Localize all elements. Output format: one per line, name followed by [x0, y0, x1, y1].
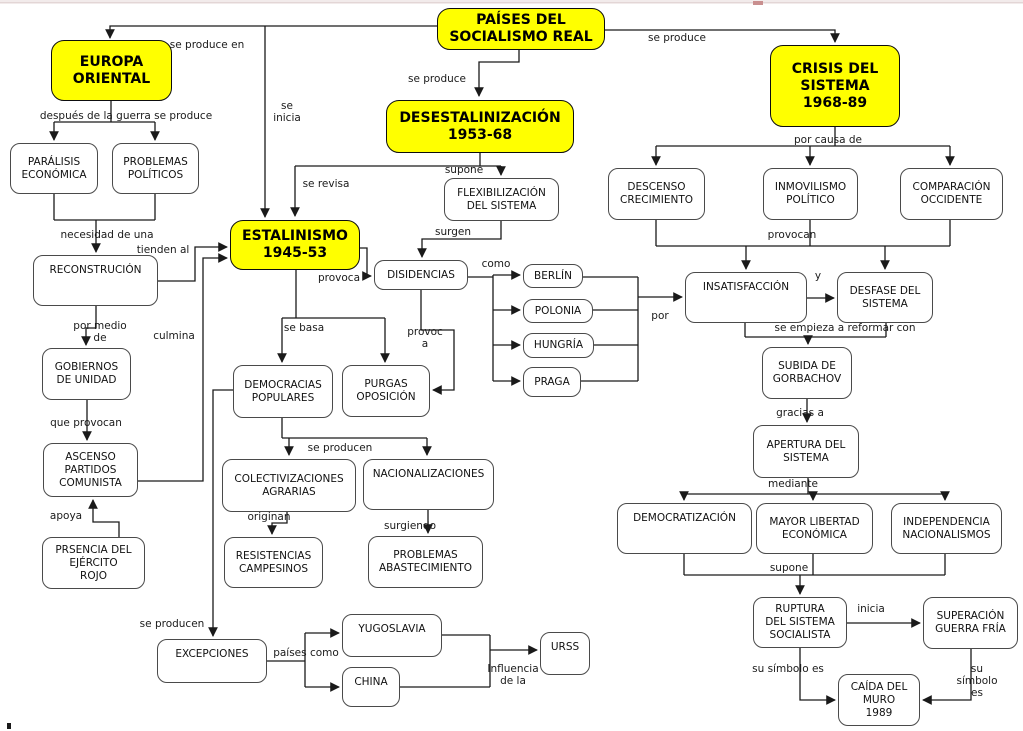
concept-paralisis-economica[interactable]: PARÁLISIS ECONÓMICA — [10, 143, 98, 194]
concept-excepciones[interactable]: EXCEPCIONES — [157, 639, 267, 683]
concept-mayor-libertad-economica[interactable]: MAYOR LIBERTAD ECONÓMICA — [756, 503, 873, 554]
concept-desestalinizacion[interactable]: DESESTALINIZACIÓN 1953-68 — [386, 100, 574, 153]
connectors — [49, 25, 972, 705]
concept-reconstrucion[interactable]: RECONSTRUCIÓN — [33, 255, 158, 306]
concept-china[interactable]: CHINA — [342, 667, 400, 707]
concept-europa-oriental[interactable]: EUROPA ORIENTAL — [51, 40, 172, 101]
concept-desfase-del-sistema[interactable]: DESFASE DEL SISTEMA — [837, 272, 933, 323]
concept-disidencias[interactable]: DISIDENCIAS — [374, 260, 468, 290]
concept-purgas-oposicion[interactable]: PURGAS OPOSICIÓN — [342, 365, 430, 417]
concept-hungria[interactable]: HUNGRÍA — [523, 333, 594, 358]
concept-democracias-populares[interactable]: DEMOCRACIAS POPULARES — [233, 365, 333, 418]
concept-subida-de-gorbachov[interactable]: SUBIDA DE GORBACHOV — [762, 347, 852, 399]
concept-colectivizaciones-agrarias[interactable]: COLECTIVIZACIONES AGRARIAS — [222, 459, 356, 512]
concept-estalinismo[interactable]: ESTALINISMO 1945-53 — [230, 220, 360, 270]
concept-praga[interactable]: PRAGA — [523, 367, 581, 397]
concept-crisis-del-sistema[interactable]: CRISIS DEL SISTEMA 1968-89 — [770, 45, 900, 127]
concept-apertura-del-sistema[interactable]: APERTURA DEL SISTEMA — [753, 425, 859, 478]
concept-descenso-crecimiento[interactable]: DESCENSO CRECIMIENTO — [608, 168, 705, 220]
concept-paises-socialismo-real[interactable]: PAÍSES DEL SOCIALISMO REAL — [437, 8, 605, 50]
concept-yugoslavia[interactable]: YUGOSLAVIA — [342, 614, 442, 657]
window-top-line — [0, 2, 1023, 3]
concept-independencia-nacionalismos[interactable]: INDEPENDENCIA NACIONALISMOS — [891, 503, 1002, 554]
concept-flexibilizacion-del-sistema[interactable]: FLEXIBILIZACIÓN DEL SISTEMA — [444, 178, 559, 221]
concept-problemas-abastecimiento[interactable]: PROBLEMAS ABASTECIMIENTO — [368, 536, 483, 588]
concept-prsencia-ejercito-rojo[interactable]: PRSENCIA DEL EJÉRCITO ROJO — [42, 537, 145, 589]
concept-problemas-politicos[interactable]: PROBLEMAS POLÍTICOS — [112, 143, 199, 194]
concept-resistencias-campesinos[interactable]: RESISTENCIAS CAMPESINOS — [224, 537, 323, 588]
window-red-mark — [753, 1, 763, 5]
concept-nacionalizaciones[interactable]: NACIONALIZACIONES — [363, 459, 494, 510]
concept-berlin[interactable]: BERLÍN — [523, 264, 583, 288]
stray-mark — [7, 723, 11, 729]
concept-democratizacion[interactable]: DEMOCRATIZACIÓN — [617, 503, 752, 554]
concept-caida-del-muro[interactable]: CAÍDA DEL MURO 1989 — [838, 674, 920, 726]
concept-ascenso-partidos-comunista[interactable]: ASCENSO PARTIDOS COMUNISTA — [43, 443, 138, 497]
concept-ruptura-sistema-socialista[interactable]: RUPTURA DEL SISTEMA SOCIALISTA — [753, 597, 847, 648]
concept-comparacion-occidente[interactable]: COMPARACIÓN OCCIDENTE — [900, 168, 1003, 220]
concept-inmovilismo-politico[interactable]: INMOVILISMO POLÍTICO — [763, 168, 858, 220]
concept-superacion-guerra-fria[interactable]: SUPERACIÓN GUERRA FRÍA — [923, 597, 1018, 649]
concept-urss[interactable]: URSS — [540, 632, 590, 675]
concept-insatisfaccion[interactable]: INSATISFACCIÓN — [685, 272, 807, 323]
concept-polonia[interactable]: POLONIA — [523, 299, 593, 323]
concept-gobiernos-de-unidad[interactable]: GOBIERNOS DE UNIDAD — [42, 348, 131, 400]
